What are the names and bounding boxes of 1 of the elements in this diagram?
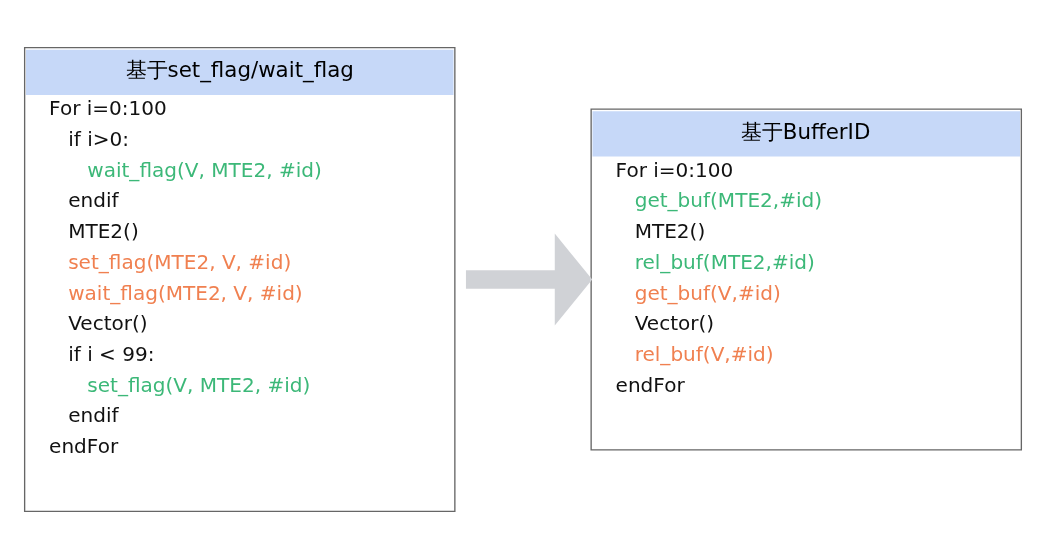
arrow <box>465 233 593 326</box>
